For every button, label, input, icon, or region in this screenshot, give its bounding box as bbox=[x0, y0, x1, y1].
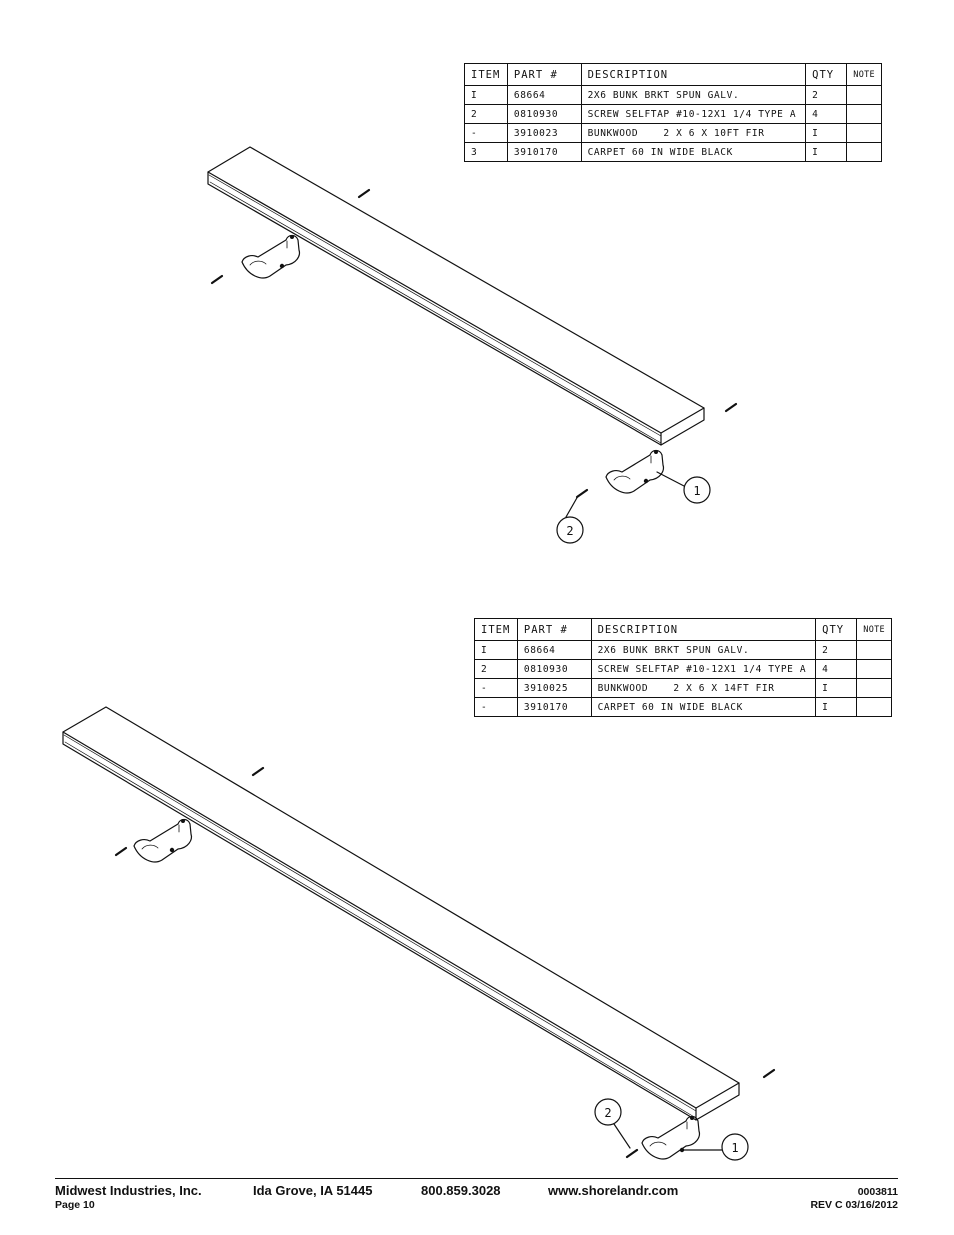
cell-qty: 2 bbox=[805, 85, 848, 105]
company-website: www.shorelandr.com bbox=[548, 1183, 679, 1198]
bunk-bracket bbox=[133, 818, 193, 863]
cell-part: 3910170 bbox=[506, 142, 582, 162]
cell-item: 3 bbox=[464, 142, 508, 162]
cell-item: I bbox=[464, 85, 508, 105]
callout-label: 1 bbox=[731, 1141, 738, 1155]
cell-part: 3910025 bbox=[516, 678, 592, 698]
cell-description: CARPET 60 IN WIDE BLACK bbox=[590, 697, 817, 717]
bunk-bracket bbox=[605, 449, 665, 494]
cell-qty: 4 bbox=[805, 104, 848, 124]
callout-label: 1 bbox=[693, 484, 700, 498]
table-header-row: ITEM PART # DESCRIPTION QTY NOTE bbox=[474, 618, 892, 641]
bunk-board-14ft bbox=[62, 706, 740, 1121]
cell-note bbox=[846, 142, 882, 162]
cell-part: 0810930 bbox=[516, 659, 592, 679]
callout-screw-top: 2 bbox=[556, 495, 584, 544]
cell-item: - bbox=[464, 123, 508, 143]
callout-bracket-top: 1 bbox=[656, 471, 711, 504]
table-row: I 68664 2X6 BUNK BRKT SPUN GALV. 2 bbox=[474, 640, 892, 660]
column-header-part: PART # bbox=[506, 63, 582, 86]
table-row: - 3910170 CARPET 60 IN WIDE BLACK I bbox=[474, 697, 892, 717]
cell-note bbox=[846, 123, 882, 143]
cell-qty: I bbox=[815, 678, 858, 698]
cell-description: 2X6 BUNK BRKT SPUN GALV. bbox=[590, 640, 817, 660]
cell-description: SCREW SELFTAP #10-12X1 1/4 TYPE A bbox=[580, 104, 807, 124]
cell-note bbox=[856, 659, 892, 679]
cell-qty: 2 bbox=[815, 640, 858, 660]
cell-qty: I bbox=[815, 697, 858, 717]
column-header-description: DESCRIPTION bbox=[580, 63, 807, 86]
cell-note bbox=[846, 104, 882, 124]
table-row: - 3910025 BUNKWOOD 2 X 6 X 14FT FIR I bbox=[474, 678, 892, 698]
cell-item: I bbox=[474, 640, 518, 660]
cell-description: SCREW SELFTAP #10-12X1 1/4 TYPE A bbox=[590, 659, 817, 679]
cell-item: - bbox=[474, 678, 518, 698]
parts-table-10ft: ITEM PART # DESCRIPTION QTY NOTE I 68664… bbox=[464, 63, 882, 162]
bunk-bracket bbox=[241, 234, 301, 279]
cell-part: 3910023 bbox=[506, 123, 582, 143]
cell-note bbox=[856, 697, 892, 717]
cell-note bbox=[856, 640, 892, 660]
cell-description: CARPET 60 IN WIDE BLACK bbox=[580, 142, 807, 162]
callout-label: 2 bbox=[604, 1106, 611, 1120]
cell-part: 68664 bbox=[506, 85, 582, 105]
cell-part: 3910170 bbox=[516, 697, 592, 717]
screw bbox=[114, 766, 776, 1159]
table-row: 2 0810930 SCREW SELFTAP #10-12X1 1/4 TYP… bbox=[464, 104, 882, 124]
column-header-part: PART # bbox=[516, 618, 592, 641]
table-row: 2 0810930 SCREW SELFTAP #10-12X1 1/4 TYP… bbox=[474, 659, 892, 679]
cell-qty: I bbox=[805, 142, 848, 162]
column-header-note: NOTE bbox=[846, 63, 882, 86]
table-header-row: ITEM PART # DESCRIPTION QTY NOTE bbox=[464, 63, 882, 86]
company-phone: 800.859.3028 bbox=[421, 1183, 501, 1198]
page-footer: Midwest Industries, Inc. Ida Grove, IA 5… bbox=[55, 1178, 898, 1211]
company-location: Ida Grove, IA 51445 bbox=[253, 1183, 373, 1198]
callout-screw-bottom: 2 bbox=[594, 1098, 631, 1149]
cell-qty: I bbox=[805, 123, 848, 143]
cell-description: BUNKWOOD 2 X 6 X 14FT FIR bbox=[590, 678, 817, 698]
table-row: - 3910023 BUNKWOOD 2 X 6 X 10FT FIR I bbox=[464, 123, 882, 143]
parts-table-14ft: ITEM PART # DESCRIPTION QTY NOTE I 68664… bbox=[474, 618, 892, 717]
cell-item: - bbox=[474, 697, 518, 717]
callout-bracket-bottom: 1 bbox=[683, 1133, 749, 1161]
column-header-description: DESCRIPTION bbox=[590, 618, 817, 641]
cell-note bbox=[846, 85, 882, 105]
cell-description: BUNKWOOD 2 X 6 X 10FT FIR bbox=[580, 123, 807, 143]
screw bbox=[210, 188, 738, 499]
bunk-board-10ft bbox=[207, 146, 705, 446]
column-header-note: NOTE bbox=[856, 618, 892, 641]
column-header-item: ITEM bbox=[474, 618, 518, 641]
table-row: I 68664 2X6 BUNK BRKT SPUN GALV. 2 bbox=[464, 85, 882, 105]
cell-item: 2 bbox=[474, 659, 518, 679]
document-number: 0003811 bbox=[857, 1186, 898, 1198]
bunk-bracket bbox=[641, 1115, 701, 1160]
column-header-qty: QTY bbox=[815, 618, 858, 641]
cell-qty: 4 bbox=[815, 659, 858, 679]
column-header-qty: QTY bbox=[805, 63, 848, 86]
page-number: Page 10 bbox=[55, 1199, 95, 1211]
cell-item: 2 bbox=[464, 104, 508, 124]
cell-note bbox=[856, 678, 892, 698]
cell-part: 0810930 bbox=[506, 104, 582, 124]
callout-label: 2 bbox=[566, 524, 573, 538]
table-row: 3 3910170 CARPET 60 IN WIDE BLACK I bbox=[464, 142, 882, 162]
cell-part: 68664 bbox=[516, 640, 592, 660]
column-header-item: ITEM bbox=[464, 63, 508, 86]
cell-description: 2X6 BUNK BRKT SPUN GALV. bbox=[580, 85, 807, 105]
company-name: Midwest Industries, Inc. bbox=[55, 1183, 202, 1198]
revision-date: REV C 03/16/2012 bbox=[810, 1199, 898, 1211]
